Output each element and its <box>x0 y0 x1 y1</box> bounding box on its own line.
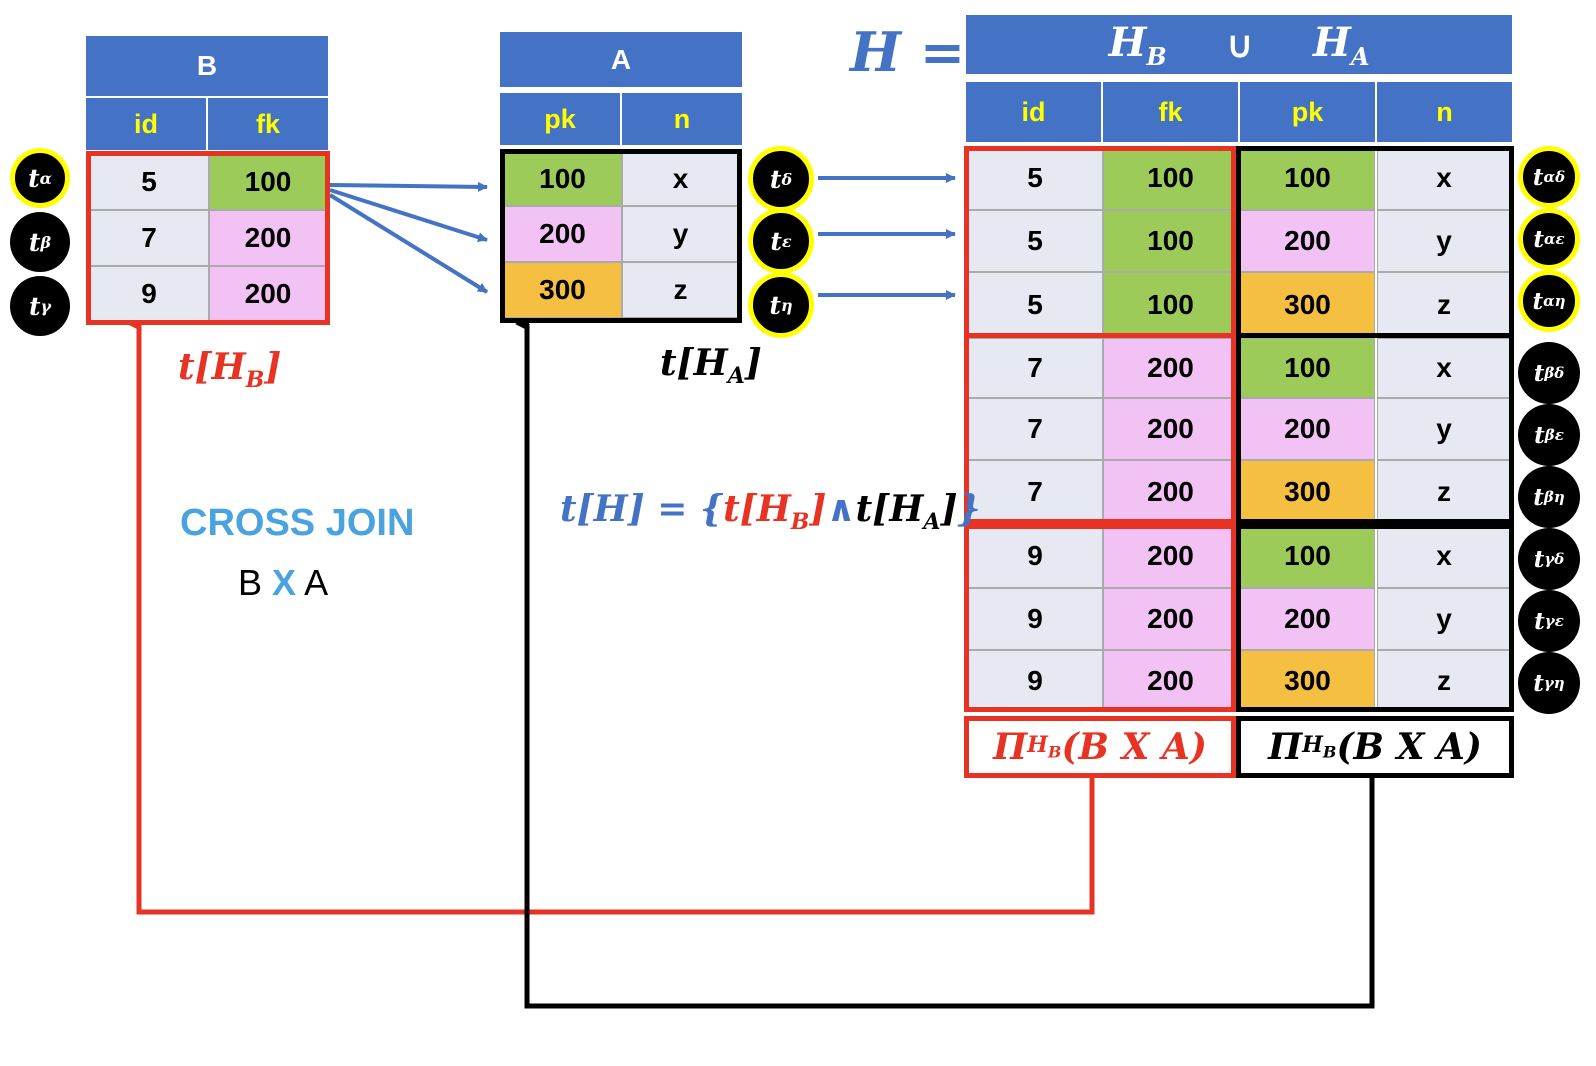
table-h-col-fk: fk <box>1103 82 1238 142</box>
cross-join-title: CROSS JOIN <box>180 502 415 544</box>
table-h-row8-n: y <box>1377 588 1511 650</box>
h-group-gamma-left-frame <box>964 524 1236 712</box>
table-h-row5-n: y <box>1377 398 1511 460</box>
ha-label: HA <box>1313 18 1370 71</box>
table-b-row2-fk: 200 <box>209 210 327 266</box>
table-h-row2-n: y <box>1377 210 1511 272</box>
table-b-title: B <box>86 36 328 96</box>
arrow-b-to-a-1 <box>329 181 488 192</box>
arrow-b-to-a-2 <box>329 188 488 243</box>
table-h-row4-n: x <box>1377 338 1511 398</box>
table-a-col-pk: pk <box>500 93 620 145</box>
table-b-col-fk: fk <box>208 98 328 150</box>
table-b-col-id: id <box>86 98 206 150</box>
table-h-row8-pk: 200 <box>1240 588 1375 650</box>
table-h-title: HB ∪ HA <box>966 15 1512 77</box>
table-h-col-pk: pk <box>1240 82 1375 142</box>
table-a-row1-pk: 100 <box>503 152 622 206</box>
table-h-row1-fk: 100 <box>1103 146 1238 210</box>
table-a-row2-pk: 200 <box>503 206 622 262</box>
hb-label: HB <box>1108 18 1167 71</box>
h-group-alpha-right-frame <box>1236 146 1514 338</box>
arrow-b-to-a-3 <box>328 193 489 294</box>
h-equals-label: H = <box>850 20 966 84</box>
table-h-col-n: n <box>1377 82 1512 142</box>
caption-t-hb: t[HB] <box>178 346 282 394</box>
table-a-row3-pk: 300 <box>503 262 622 318</box>
table-a-row3-n: z <box>622 262 739 318</box>
table-h-row4-pk: 100 <box>1240 338 1375 398</box>
h-group-beta-right-frame <box>1236 338 1514 524</box>
table-h-row5-id: 7 <box>967 398 1103 460</box>
table-a-body-frame <box>500 149 742 323</box>
table-a-title: A <box>500 32 742 90</box>
table-h-row3-id: 5 <box>967 272 1103 338</box>
table-h-row3-fk: 100 <box>1103 272 1238 338</box>
table-h-row8-fk: 200 <box>1103 588 1238 650</box>
black-feedback-path <box>515 317 1375 1009</box>
h-group-alpha-left-frame <box>964 146 1236 338</box>
table-b-title-text: B <box>196 50 218 81</box>
table-b-row3-fk: 200 <box>209 266 327 322</box>
table-b-body-frame <box>86 151 330 325</box>
table-h-row2-fk: 100 <box>1103 210 1238 272</box>
red-feedback-path <box>127 317 1095 915</box>
cross-join-expression: B X A <box>238 562 329 603</box>
table-h-row7-fk: 200 <box>1103 524 1238 588</box>
table-a-row1-n: x <box>622 152 739 206</box>
table-h-row2-pk: 200 <box>1240 210 1375 272</box>
table-h-row9-id: 9 <box>967 650 1103 712</box>
table-h-row8-id: 9 <box>967 588 1103 650</box>
table-h-row4-id: 7 <box>967 338 1103 398</box>
table-h-row1-id: 5 <box>967 146 1103 210</box>
table-b-row2-id: 7 <box>89 210 209 266</box>
table-h-row5-fk: 200 <box>1103 398 1238 460</box>
table-h-row6-pk: 300 <box>1240 460 1375 524</box>
caption-t-ha: t[HA] <box>660 342 762 390</box>
table-h-row9-fk: 200 <box>1103 650 1238 712</box>
table-h-col-id: id <box>966 82 1101 142</box>
h-group-gamma-right-frame <box>1236 524 1514 712</box>
table-h-row6-id: 7 <box>967 460 1103 524</box>
table-h-row3-n: z <box>1377 272 1511 338</box>
h-group-beta-left-frame <box>964 338 1236 524</box>
table-h-row5-pk: 200 <box>1240 398 1375 460</box>
union-symbol: ∪ <box>1226 23 1254 65</box>
table-a-row2-n: y <box>622 206 739 262</box>
tuple-formula: t[H] = {t[HB]∧t[HA]} <box>560 488 981 536</box>
table-h-row7-n: x <box>1377 524 1511 588</box>
table-h-row6-fk: 200 <box>1103 460 1238 524</box>
table-a-col-n: n <box>622 93 742 145</box>
table-h-row2-id: 5 <box>967 210 1103 272</box>
